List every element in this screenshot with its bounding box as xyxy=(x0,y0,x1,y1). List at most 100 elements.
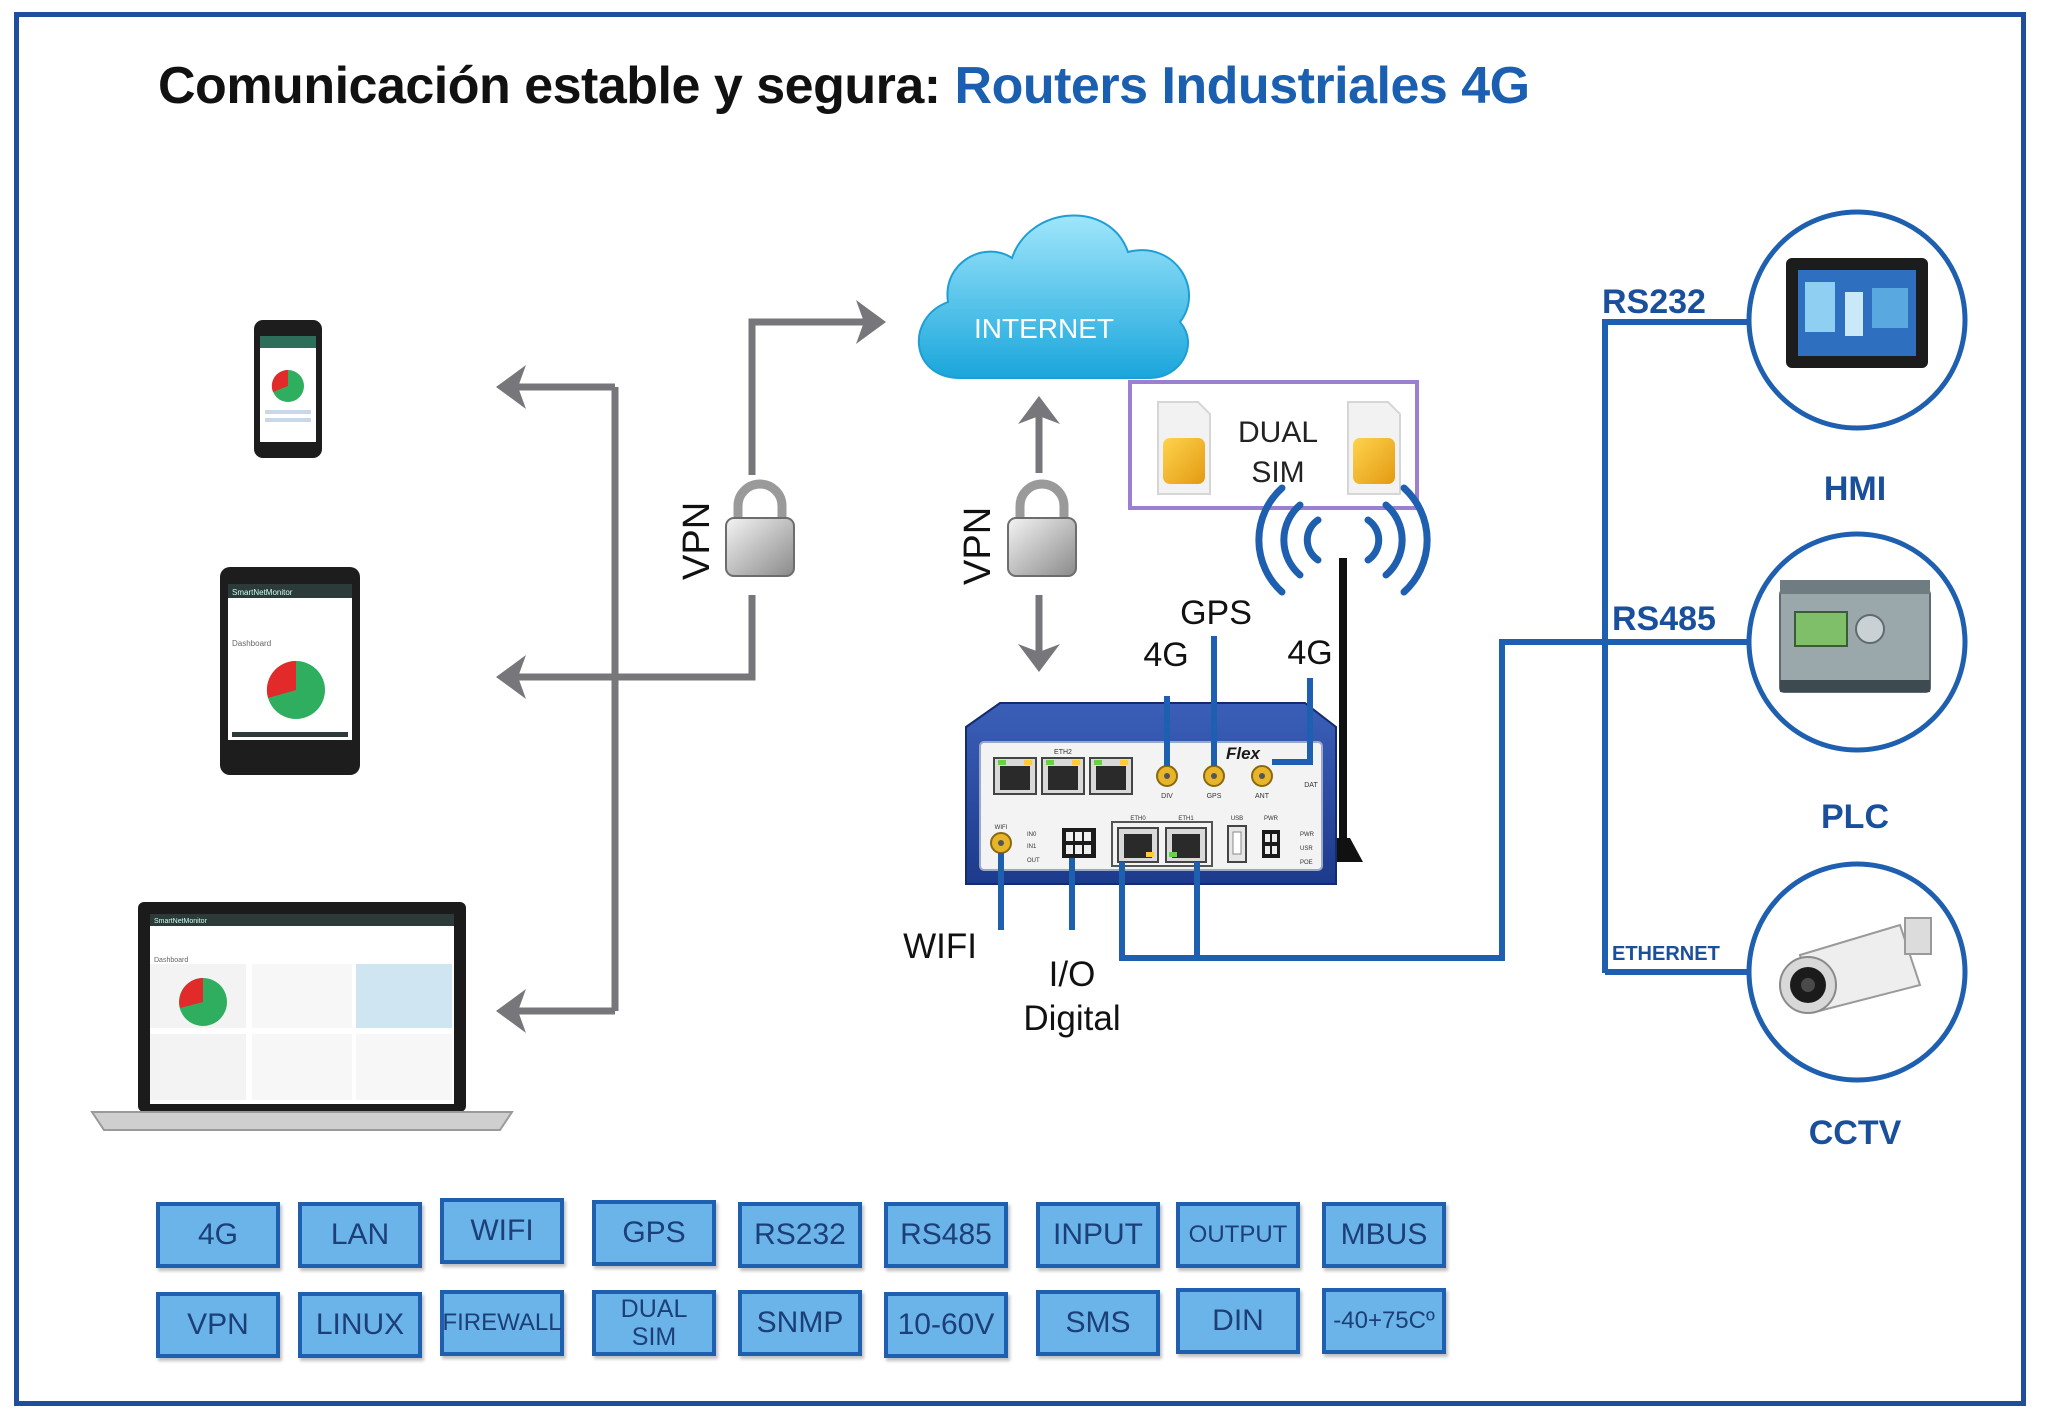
smartphone xyxy=(254,320,322,458)
sma-connector-icon xyxy=(1156,765,1178,787)
port-label-eth1: ETH1 xyxy=(1178,816,1194,822)
feature-tag: DUAL SIM xyxy=(592,1290,716,1356)
device-label-hmi: HMI xyxy=(1824,470,1886,508)
antenna-cables xyxy=(998,636,1313,930)
interface-bus xyxy=(1119,319,1750,975)
sma-connector-icon xyxy=(1203,765,1225,787)
port-label-out: OUT xyxy=(1027,858,1040,864)
arrow-head-internet xyxy=(856,300,886,344)
port-label-pwr: PWR xyxy=(1264,816,1279,822)
feature-tag: 10-60V xyxy=(884,1292,1008,1358)
sma-connector-icon xyxy=(990,832,1012,854)
bus-label-ethernet: ETHERNET xyxy=(1612,943,1720,965)
page-title: Comunicación estable y segura: Routers I… xyxy=(158,56,1530,116)
cctv-device xyxy=(1746,861,1968,1083)
eth-port-icon xyxy=(1165,827,1207,863)
tablet-dashboard-label: Dashboard xyxy=(232,639,271,648)
feature-tag: RS232 xyxy=(738,1202,862,1268)
feature-tag: DIN xyxy=(1176,1288,1300,1354)
vpn-label-left: VPN xyxy=(676,502,718,580)
io-label-line1: I/O xyxy=(1049,955,1096,994)
client-arrows xyxy=(506,318,1043,1015)
title-highlight: Routers Industriales 4G xyxy=(954,57,1531,115)
outer-frame xyxy=(14,12,2026,1406)
eth-port-icon xyxy=(1089,757,1133,795)
port-label-div: DIV xyxy=(1161,793,1173,800)
port-label-wifi: WIFI xyxy=(995,825,1008,831)
wifi-label: WIFI xyxy=(903,927,977,966)
tablet-app-name: SmartNetMonitor xyxy=(232,588,293,597)
hmi-device xyxy=(1746,209,1968,431)
led-label-usr: USR xyxy=(1300,846,1313,852)
cctv-camera-icon xyxy=(1779,917,1932,1014)
vpn-to-bus-line xyxy=(615,595,756,681)
router-brand: Flex xyxy=(1226,744,1262,763)
wireless-signal-icon xyxy=(1255,484,1431,596)
plc-module-icon xyxy=(1779,580,1931,693)
port-label-gps: GPS xyxy=(1207,793,1222,800)
hmi-panel-icon xyxy=(1786,258,1928,368)
vpn-label-center: VPN xyxy=(957,507,999,585)
bus-label-rs485: RS485 xyxy=(1612,600,1716,638)
laptop: SmartNetMonitor Dashboard xyxy=(90,902,514,1131)
sma-connector-icon xyxy=(1251,765,1273,787)
port-label-usb: USB xyxy=(1231,816,1243,822)
arrow-head-tablet xyxy=(496,655,526,699)
port-label-in0: IN0 xyxy=(1027,832,1037,838)
led-label-pwr: PWR xyxy=(1300,832,1315,838)
feature-tag: -40+75Cº xyxy=(1322,1288,1446,1354)
port-label-dat: DAT xyxy=(1304,782,1318,789)
laptop-dashboard-label: Dashboard xyxy=(154,957,188,964)
feature-tag: WIFI xyxy=(440,1198,564,1264)
laptop-app-name: SmartNetMonitor xyxy=(154,918,208,925)
io-label-line2: Digital xyxy=(1023,999,1120,1038)
lock-icon xyxy=(725,479,795,577)
arrow-heads xyxy=(496,300,1060,1033)
feature-tag: MBUS xyxy=(1322,1202,1446,1268)
device-label-cctv: CCTV xyxy=(1809,1114,1902,1152)
led-label-poe: POE xyxy=(1300,860,1313,866)
internet-cloud: INTERNET xyxy=(917,214,1190,379)
industrial-router: ETH2 DIV GPS ANT DAT Flex WIFI IN0 IN1 O… xyxy=(965,702,1337,885)
lock-icon xyxy=(1007,479,1077,577)
4g-label-right: 4G xyxy=(1287,634,1332,672)
4g-label-left: 4G xyxy=(1143,636,1188,674)
port-label-eth0: ETH0 xyxy=(1130,816,1146,822)
arrow-head-up xyxy=(1018,396,1060,424)
arrow-line-to-internet xyxy=(748,318,866,475)
eth-port-icon xyxy=(1117,827,1159,863)
cloud-label: INTERNET xyxy=(974,313,1114,344)
eth-port-icon xyxy=(993,757,1037,795)
eth-port-icon xyxy=(1041,757,1085,795)
plc-device xyxy=(1746,531,1968,753)
feature-tag: GPS xyxy=(592,1200,716,1266)
feature-tag: RS485 xyxy=(884,1202,1008,1268)
feature-tag: FIREWALL xyxy=(440,1290,564,1356)
feature-tag: LINUX xyxy=(298,1292,422,1358)
usb-port-icon xyxy=(1227,825,1247,863)
feature-tag: LAN xyxy=(298,1202,422,1268)
dual-sim-box: DUAL SIM xyxy=(1128,380,1419,510)
tablet: SmartNetMonitor Dashboard xyxy=(220,567,360,775)
title-prefix: Comunicación estable y segura: xyxy=(158,57,941,115)
device-label-plc: PLC xyxy=(1821,798,1889,836)
feature-tag: SNMP xyxy=(738,1290,862,1356)
feature-tag: OUTPUT xyxy=(1176,1202,1300,1268)
port-label-in1: IN1 xyxy=(1027,844,1037,850)
arrow-head-laptop xyxy=(496,989,526,1033)
feature-tag: SMS xyxy=(1036,1290,1160,1356)
io-terminal-icon xyxy=(1062,828,1096,858)
sim-card-icon xyxy=(1157,401,1211,495)
gps-label: GPS xyxy=(1180,594,1252,632)
arrow-head-phone xyxy=(496,365,526,409)
feature-tag: INPUT xyxy=(1036,1202,1160,1268)
bus-label-rs232: RS232 xyxy=(1602,283,1706,321)
dual-sim-line1: DUAL xyxy=(1238,416,1318,449)
arrow-head-down xyxy=(1018,644,1060,672)
dual-sim-line2: SIM xyxy=(1251,456,1304,489)
port-label-eth2: ETH2 xyxy=(1054,749,1072,756)
sim-card-icon xyxy=(1347,401,1401,495)
port-label-ant: ANT xyxy=(1255,793,1270,800)
power-connector-icon xyxy=(1262,830,1280,858)
